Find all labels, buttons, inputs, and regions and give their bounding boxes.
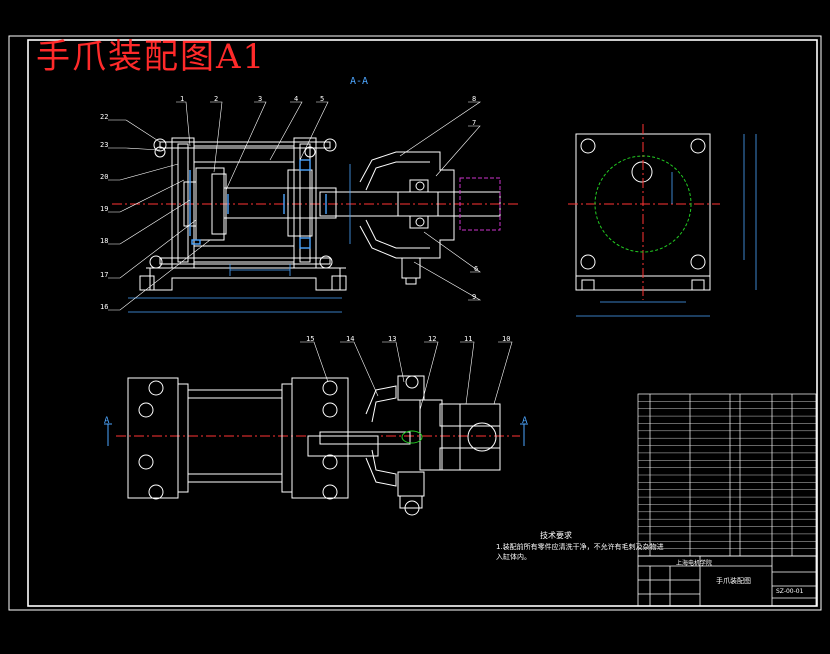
seal-highlights (128, 159, 351, 313)
parts-list-rows (638, 401, 816, 549)
section-mark-right: A (522, 416, 528, 426)
part-number: 1 (180, 95, 185, 103)
jaw-hidden-outline (459, 177, 501, 231)
part-number: 14 (346, 335, 355, 343)
part-number: 6 (474, 265, 479, 273)
inner-frame (27, 39, 818, 607)
title-block-drawing-no: SZ-00-01 (776, 588, 804, 595)
part-number: 10 (502, 335, 511, 343)
title-block (637, 555, 817, 607)
title-block-drawing-name: 手爪装配图 (716, 577, 751, 585)
part-number: 5 (320, 95, 325, 103)
drawing-title: 手爪装配图A1 (36, 37, 267, 77)
top-view (116, 375, 520, 516)
part-number: 9 (472, 293, 477, 301)
section-mark-left: A (104, 416, 110, 426)
part-number: 22 (100, 113, 109, 121)
tech-requirements-text: 1.装配前所有零件应清洗干净，不允许有毛刺及杂物进入缸体内。 (496, 543, 664, 561)
leader-lines (108, 101, 482, 311)
side-view-dimensions (576, 134, 757, 317)
part-number: 8 (472, 95, 477, 103)
outer-frame (8, 35, 822, 611)
clamp-highlight (401, 430, 423, 444)
part-number: 13 (388, 335, 397, 343)
part-number: 19 (100, 205, 109, 213)
part-number: 4 (294, 95, 299, 103)
part-number: 18 (100, 237, 109, 245)
section-label: A-A (350, 76, 369, 87)
bore-circle (594, 155, 692, 253)
main-section-view (112, 137, 520, 291)
top-leader-lines (300, 341, 513, 411)
side-view (568, 124, 720, 300)
part-number: 17 (100, 271, 109, 279)
tech-requirements-heading: 技术要求 (540, 531, 572, 540)
part-number: 7 (472, 119, 477, 127)
part-number: 11 (464, 335, 473, 343)
top-view-blue (104, 423, 528, 446)
part-number: 23 (100, 141, 109, 149)
part-number: 15 (306, 335, 315, 343)
title-block-school: 上海电机学院 (676, 560, 713, 567)
part-number: 20 (100, 173, 109, 181)
part-number: 2 (214, 95, 219, 103)
part-number: 3 (258, 95, 263, 103)
part-number: 16 (100, 303, 109, 311)
part-number: 12 (428, 335, 437, 343)
